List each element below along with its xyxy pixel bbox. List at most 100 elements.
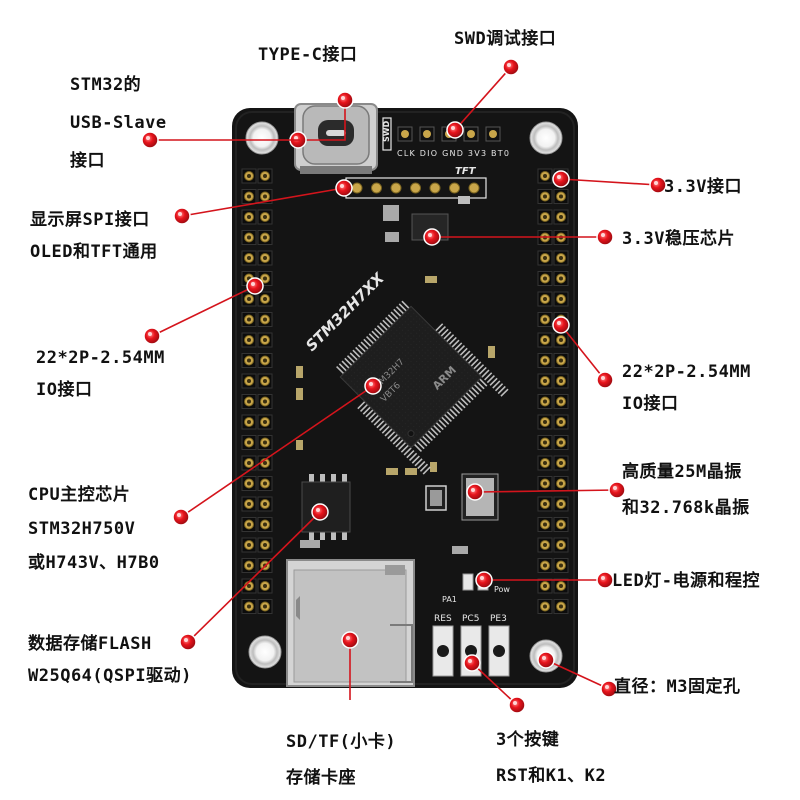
mcu-pin — [355, 346, 364, 356]
tft-pin — [449, 182, 460, 194]
swd-pin — [485, 126, 501, 142]
label-usb-slave: STM32的 USB-Slave 接口 — [70, 75, 167, 171]
mcu-pin — [460, 397, 469, 406]
mcu-pin — [417, 460, 426, 470]
io-header-left — [241, 168, 273, 614]
right-header-pin — [553, 578, 569, 594]
label-spi-display: 显示屏SPI接口 OLED和TFT通用 — [30, 210, 158, 262]
left-header-pin — [241, 496, 257, 512]
right-header-pin — [553, 558, 569, 573]
left-header-pin — [257, 414, 273, 430]
callout-marker-typec — [336, 91, 354, 109]
left-header-pin — [257, 230, 273, 245]
left-header-pin — [257, 496, 273, 512]
mcu-pin — [437, 325, 446, 335]
callout-marker-core-cpu — [177, 513, 181, 517]
right-header-pin — [553, 414, 569, 430]
mcu-pin — [373, 417, 382, 426]
left-header-pin — [241, 435, 257, 450]
tft-pin — [390, 182, 402, 194]
mcu-pin — [468, 389, 477, 398]
mcu-pin — [456, 345, 466, 354]
right-header-pin — [537, 209, 553, 225]
mcu-pin — [365, 336, 375, 345]
label-buttons: 3个按键 RST和K1、K2 — [496, 730, 607, 786]
mcu-pin — [443, 413, 452, 423]
left-header-pin — [241, 353, 257, 368]
swd-pin — [419, 126, 435, 142]
mcu-pin — [440, 328, 449, 337]
callout-marker-core-buttons — [513, 701, 517, 705]
callout-marker-core-flash — [316, 508, 320, 512]
callout-line-io-left — [151, 285, 256, 337]
mcu-pin — [462, 350, 471, 359]
label-3v3-port: 3.3V接口 — [664, 177, 742, 197]
right-header-pin — [537, 168, 553, 184]
mcu-pin — [395, 439, 404, 448]
callout-line-io-right — [560, 324, 606, 381]
tft-pin — [371, 182, 382, 194]
label-io-left: 22*2P-2.54MM IO接口 — [36, 348, 165, 400]
button-rst — [432, 625, 454, 677]
mcu-pin — [387, 314, 396, 323]
mcu-pin — [445, 334, 455, 343]
label-sd: SD/TF(小卡) 存储卡座 — [286, 732, 397, 788]
mcu-pin — [441, 416, 450, 425]
mcu-pin — [392, 436, 401, 445]
callout-marker-core-typec — [294, 136, 298, 140]
label-led: LED灯-电源和程控 — [612, 571, 760, 591]
callout-marker-led — [596, 571, 614, 589]
button-label-pe3: PE3 — [490, 614, 507, 624]
right-header-pin — [553, 250, 569, 266]
left-header-pin — [257, 537, 273, 553]
mcu-pin — [427, 430, 436, 439]
left-header-pin — [241, 373, 257, 389]
callout-marker-flash — [311, 503, 329, 521]
label-flash: 数据存储FLASH W25Q64(QSPI驱动) — [28, 634, 192, 686]
mcu-pin — [368, 411, 377, 421]
mcu-pin — [457, 400, 466, 409]
mcu-pin — [479, 378, 488, 387]
mcu-pin — [435, 323, 444, 332]
right-header-pin — [553, 373, 569, 389]
mcu-chip: STM32H7 VBT6 ARM — [336, 300, 509, 475]
sd-card-slot — [286, 559, 415, 687]
callout-marker-core-spi-display — [340, 184, 344, 188]
mcu-pin — [362, 406, 371, 415]
mcu-pin — [478, 366, 487, 376]
label-3v3-regulator: 3.3V稳压芯片 — [622, 229, 735, 249]
mcu-pin — [432, 424, 442, 433]
mcu-pin — [349, 352, 358, 361]
mcu-pin — [344, 357, 353, 367]
mcu-pin — [363, 338, 372, 347]
right-header-pin — [553, 455, 569, 471]
callout-marker-crystal — [466, 483, 484, 501]
callout-line-swd — [454, 66, 512, 131]
callout-line-3v3-port — [560, 178, 659, 186]
mcu-pin — [368, 333, 377, 342]
mcu-pin — [336, 365, 345, 375]
callout-marker-core-mount-hole — [605, 685, 609, 689]
mcu-pin — [398, 441, 407, 451]
callout-marker-core-3v3-port — [654, 181, 658, 185]
left-header-pin — [257, 394, 273, 409]
right-header-pin — [537, 496, 553, 512]
mcu-pin — [424, 432, 433, 442]
mcu-pin — [481, 369, 490, 378]
mcu-pin — [385, 316, 394, 326]
right-header-pin — [553, 517, 569, 532]
mcu-pin — [338, 363, 347, 372]
mcu-pin — [486, 374, 495, 384]
mcu-pin — [470, 358, 479, 367]
tft-pin — [351, 182, 363, 194]
left-header-pin — [241, 250, 257, 266]
tft-pin — [410, 182, 421, 194]
mcu-pin — [346, 355, 356, 364]
left-header-pin — [257, 517, 273, 532]
button-k2 — [488, 625, 510, 677]
right-header-pin — [537, 537, 553, 553]
right-header-pin — [537, 558, 553, 573]
right-header-pin — [553, 271, 569, 286]
label-io-right: 22*2P-2.54MM IO接口 — [622, 362, 751, 414]
left-header-pin — [257, 332, 273, 348]
